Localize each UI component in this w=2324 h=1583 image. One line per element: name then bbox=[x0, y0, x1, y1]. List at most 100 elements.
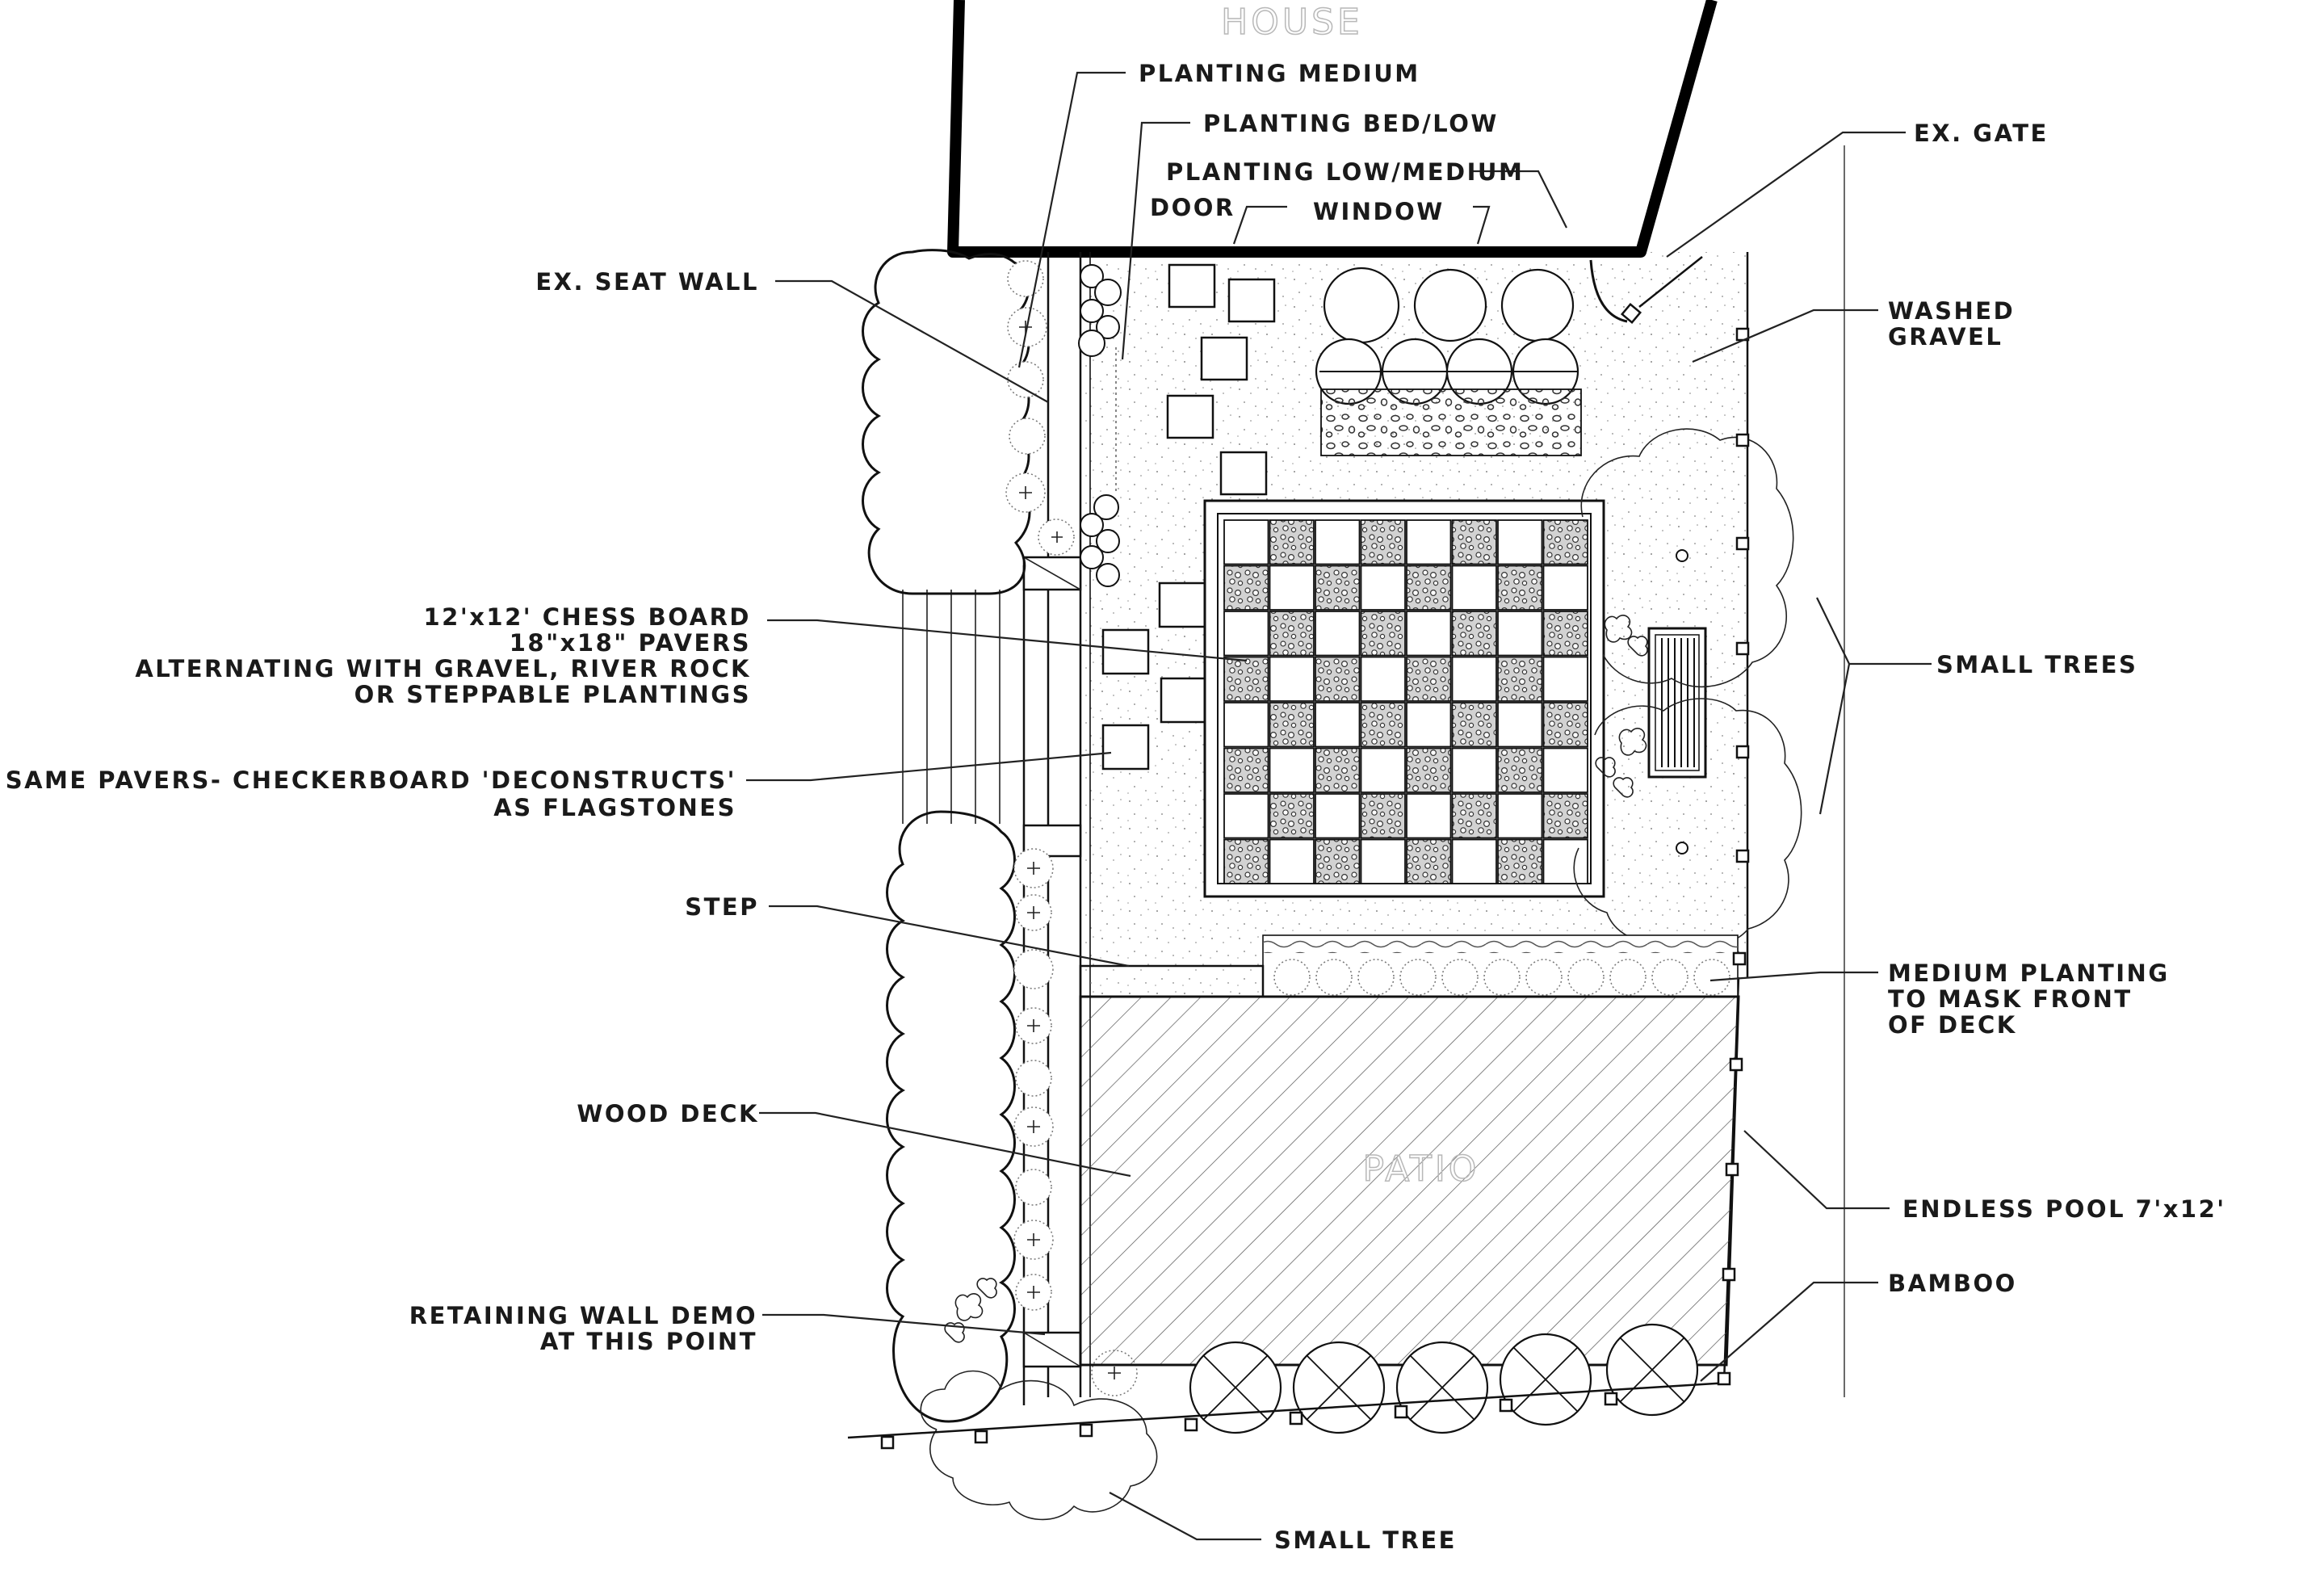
chess-square-gravel bbox=[1223, 565, 1269, 611]
annotations: PLANTING MEDIUM PLANTING BED/LOW PLANTIN… bbox=[6, 60, 2226, 1554]
chess-square-paver bbox=[1269, 838, 1315, 884]
label-same-pavers-2: AS FLAGSTONES bbox=[493, 794, 736, 821]
chess-square-paver bbox=[1451, 747, 1497, 793]
chess-square-paver bbox=[1451, 838, 1497, 884]
small-tree-lower bbox=[1573, 698, 1802, 948]
chess-square-gravel bbox=[1315, 565, 1361, 611]
chess-square-gravel bbox=[1542, 702, 1588, 748]
chess-square-gravel bbox=[1315, 838, 1361, 884]
chess-square-paver bbox=[1315, 793, 1361, 839]
wall-shrub-marks bbox=[1019, 321, 1121, 1379]
label-medium-planting-2: TO MASK FRONT bbox=[1888, 985, 2133, 1013]
chess-square-paver bbox=[1497, 702, 1543, 748]
chess-square-paver bbox=[1223, 519, 1269, 565]
stepping-stones bbox=[1101, 263, 1276, 771]
house-label: HOUSE bbox=[1221, 2, 1363, 43]
chess-square-paver bbox=[1360, 747, 1406, 793]
chess-square-paver bbox=[1315, 611, 1361, 657]
chess-square-gravel bbox=[1223, 838, 1269, 884]
chess-square-paver bbox=[1451, 656, 1497, 702]
chess-square-gravel bbox=[1497, 565, 1543, 611]
label-endless-pool: ENDLESS POOL 7'x12' bbox=[1902, 1195, 2226, 1223]
chess-square-gravel bbox=[1360, 611, 1406, 657]
label-planting-bed-low: PLANTING BED/LOW bbox=[1203, 110, 1499, 137]
chess-square-paver bbox=[1542, 565, 1588, 611]
chess-square-gravel bbox=[1406, 656, 1452, 702]
label-bamboo: BAMBOO bbox=[1888, 1270, 2017, 1297]
hedge-lower bbox=[886, 810, 1016, 1423]
label-same-pavers-1: SAME PAVERS- CHECKERBOARD 'DECONSTRUCTS' bbox=[6, 766, 736, 794]
chess-square-gravel bbox=[1223, 747, 1269, 793]
tree-trunk-1 bbox=[1676, 549, 1688, 562]
hedge-upper bbox=[862, 249, 1031, 595]
gate-line bbox=[1638, 256, 1703, 308]
chess-square-paver bbox=[1360, 565, 1406, 611]
chess-square-paver bbox=[1542, 656, 1588, 702]
chess-square-paver bbox=[1542, 747, 1588, 793]
chess-square-gravel bbox=[1497, 747, 1543, 793]
chess-square-gravel bbox=[1542, 793, 1588, 839]
chess-square-paver bbox=[1315, 519, 1361, 565]
label-chess-3: ALTERNATING WITH GRAVEL, RIVER ROCK bbox=[135, 655, 751, 682]
label-retaining-2: AT THIS POINT bbox=[540, 1328, 757, 1355]
property-line-bottom bbox=[847, 1381, 1729, 1439]
label-planting-medium: PLANTING MEDIUM bbox=[1139, 60, 1420, 87]
chess-square-paver bbox=[1497, 519, 1543, 565]
label-small-tree: SMALL TREE bbox=[1274, 1526, 1457, 1554]
river-rock-bed bbox=[1320, 388, 1582, 456]
label-planting-low-medium: PLANTING LOW/MEDIUM bbox=[1166, 158, 1524, 186]
gate-swing bbox=[1589, 259, 1628, 323]
label-ex-gate: EX. GATE bbox=[1914, 120, 2049, 147]
hedge-gap-lines bbox=[902, 590, 1000, 824]
step bbox=[1079, 964, 1265, 998]
label-door: DOOR bbox=[1150, 194, 1235, 221]
wood-deck bbox=[1079, 995, 1740, 1367]
chess-square-gravel bbox=[1223, 656, 1269, 702]
chess-square-gravel bbox=[1269, 519, 1315, 565]
label-medium-planting-3: OF DECK bbox=[1888, 1011, 2017, 1039]
chess-square-paver bbox=[1269, 656, 1315, 702]
chess-square-paver bbox=[1406, 702, 1452, 748]
chess-square-paver bbox=[1269, 565, 1315, 611]
chess-square-gravel bbox=[1451, 611, 1497, 657]
chess-square-gravel bbox=[1269, 702, 1315, 748]
chess-square-gravel bbox=[1406, 565, 1452, 611]
label-retaining-1: RETAINING WALL DEMO bbox=[409, 1302, 757, 1329]
chess-square-paver bbox=[1451, 565, 1497, 611]
chess-square-paver bbox=[1223, 702, 1269, 748]
label-ex-seat-wall: EX. SEAT WALL bbox=[535, 268, 759, 296]
chess-square-paver bbox=[1542, 838, 1588, 884]
chess-square-gravel bbox=[1315, 747, 1361, 793]
leader-lines bbox=[746, 71, 1932, 1541]
label-chess-4: OR STEPPABLE PLANTINGS bbox=[354, 681, 751, 708]
label-step: STEP bbox=[685, 893, 759, 921]
patio-label: PATIO bbox=[1363, 1148, 1480, 1190]
planting-bed-low bbox=[1078, 264, 1122, 587]
chess-square-paver bbox=[1223, 793, 1269, 839]
gate-post bbox=[1620, 302, 1642, 325]
chess-square-paver bbox=[1406, 793, 1452, 839]
label-chess-1: 12'x12' CHESS BOARD bbox=[423, 603, 751, 631]
small-tree-bottom bbox=[920, 1370, 1158, 1521]
fence-posts bbox=[880, 327, 1750, 1450]
house-wall bbox=[947, 0, 1718, 258]
chess-square-gravel bbox=[1315, 656, 1361, 702]
chess-square-gravel bbox=[1497, 838, 1543, 884]
label-chess-2: 18"x18" PAVERS bbox=[510, 629, 751, 657]
bottom-tree-leaves bbox=[944, 1278, 997, 1343]
label-small-trees: SMALL TREES bbox=[1936, 651, 2137, 678]
chess-square-paver bbox=[1406, 519, 1452, 565]
chess-square-paver bbox=[1360, 838, 1406, 884]
chess-squares bbox=[1223, 519, 1588, 884]
chess-square-gravel bbox=[1360, 519, 1406, 565]
chess-square-gravel bbox=[1497, 656, 1543, 702]
chess-square-gravel bbox=[1542, 519, 1588, 565]
chess-board bbox=[1203, 499, 1605, 898]
chess-square-gravel bbox=[1451, 519, 1497, 565]
chess-square-gravel bbox=[1269, 793, 1315, 839]
chess-square-paver bbox=[1269, 747, 1315, 793]
label-window: WINDOW bbox=[1313, 198, 1445, 225]
label-medium-planting-1: MEDIUM PLANTING bbox=[1888, 959, 2170, 987]
chess-square-paver bbox=[1360, 656, 1406, 702]
